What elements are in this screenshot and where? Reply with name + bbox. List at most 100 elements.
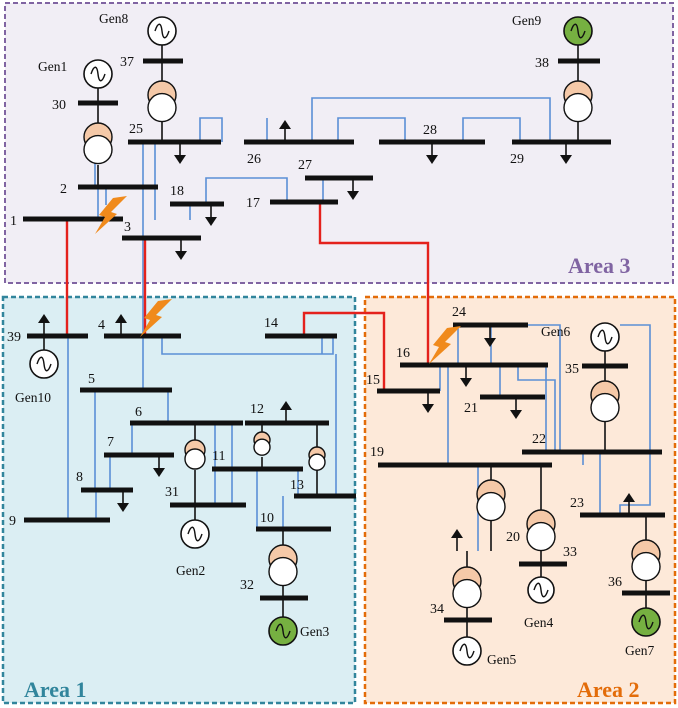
gen-label-gen6: Gen6 [541, 324, 570, 339]
transformers [83, 80, 661, 609]
generator-icon [631, 607, 661, 637]
transformer-icon [590, 380, 620, 423]
generator-icon [147, 16, 177, 46]
gen-label-gen1: Gen1 [38, 59, 67, 74]
bus-label-6: 6 [135, 405, 142, 420]
generator-icon [180, 519, 210, 549]
bus-label-28: 28 [423, 123, 437, 138]
bus-label-13: 13 [290, 478, 304, 493]
generator-labels: Gen1 Gen2 Gen3 Gen4 Gen5 Gen6 Gen7 Gen8 … [15, 11, 654, 667]
load-arrow-icon [279, 120, 291, 142]
bus-label-30: 30 [52, 98, 66, 113]
generator-icon [590, 322, 620, 352]
transformer-icon [308, 446, 326, 471]
fault-lightning-icon [95, 196, 127, 234]
bus-label-24: 24 [452, 305, 466, 320]
bus-label-37: 37 [120, 55, 134, 70]
transformer-icon [184, 439, 206, 470]
bus-label-10: 10 [260, 511, 274, 526]
transformer-icon [253, 431, 271, 456]
bus-label-11: 11 [212, 449, 225, 464]
generator-icon [83, 59, 113, 89]
load-arrow-icon [426, 142, 438, 164]
load-arrow-icon [38, 314, 50, 336]
load-arrow-icon [347, 178, 359, 200]
gen-label-gen10: Gen10 [15, 390, 51, 405]
bus-label-35: 35 [565, 362, 579, 377]
generator-icon [527, 576, 555, 604]
transformer-icon [476, 479, 506, 522]
transformer-icon [526, 509, 556, 552]
bus-label-32: 32 [240, 578, 254, 593]
transformer-icon [631, 539, 661, 582]
load-arrow-icon [623, 493, 635, 515]
load-arrow-icon [460, 365, 472, 387]
bus-label-8: 8 [76, 470, 83, 485]
load-arrow-icon [115, 314, 127, 336]
load-arrow-icon [153, 455, 165, 477]
bus-label-22: 22 [532, 432, 546, 447]
bus-label-20: 20 [506, 530, 520, 545]
bus-label-29: 29 [510, 152, 524, 167]
bus-label-21: 21 [464, 401, 478, 416]
bus-label-17: 17 [246, 196, 260, 211]
bus-label-15: 15 [366, 373, 380, 388]
load-arrow-icon [560, 142, 572, 164]
area-1-label: Area 1 [24, 677, 87, 702]
generator-icon [563, 16, 593, 46]
bus-label-23: 23 [570, 496, 584, 511]
gen-label-gen9: Gen9 [512, 13, 541, 28]
area-3-label: Area 3 [568, 253, 631, 278]
fault-markers [95, 196, 461, 364]
generators [29, 16, 661, 666]
load-arrow-icon [422, 391, 434, 413]
bus-label-36: 36 [608, 575, 622, 590]
bus-label-5: 5 [88, 372, 95, 387]
generator-icon [29, 349, 59, 379]
bus-label-3: 3 [124, 220, 131, 235]
bus-label-9: 9 [9, 514, 16, 529]
bus-label-25: 25 [129, 122, 143, 137]
generator-icon [268, 616, 298, 646]
fault-lightning-icon [140, 299, 172, 337]
transformer-icon [452, 566, 482, 609]
bus-label-1: 1 [10, 214, 17, 229]
transformer-icon [83, 122, 113, 165]
bus-label-27: 27 [298, 158, 312, 173]
gen-label-gen3: Gen3 [300, 624, 329, 639]
fault-lightning-icon [429, 326, 461, 364]
bus-label-12: 12 [250, 402, 264, 417]
gen-label-gen7: Gen7 [625, 643, 654, 658]
gen-label-gen4: Gen4 [524, 615, 553, 630]
bus-label-19: 19 [370, 445, 384, 460]
gen-label-gen8: Gen8 [99, 11, 128, 26]
bus-label-34: 34 [430, 602, 444, 617]
load-arrow-icon [484, 325, 496, 347]
bus-label-2: 2 [60, 182, 67, 197]
load-arrow-icon [174, 142, 186, 164]
tie-lines [65, 202, 430, 390]
load-arrow-icon [117, 490, 129, 512]
transmission-lines [67, 97, 651, 551]
bus-label-16: 16 [396, 346, 410, 361]
transformer-icon [563, 80, 593, 123]
bus-label-39: 39 [7, 330, 21, 345]
bus-label-33: 33 [563, 545, 577, 560]
bus-labels: 1 2 3 4 5 6 7 8 9 10 11 12 13 14 15 16 1… [7, 55, 622, 617]
bus-label-18: 18 [170, 184, 184, 199]
load-arrow-icon [451, 529, 463, 551]
load-arrow-icon [510, 397, 522, 419]
gen-label-gen2: Gen2 [176, 563, 205, 578]
bus-label-14: 14 [264, 316, 278, 331]
transformer-icon [268, 544, 298, 587]
gen-label-gen5: Gen5 [487, 652, 516, 667]
bus-label-26: 26 [247, 152, 261, 167]
area-2-label: Area 2 [577, 677, 640, 702]
loads [38, 120, 635, 551]
generator-icon [452, 636, 482, 666]
transformer-icon [147, 80, 177, 123]
bus-label-7: 7 [107, 435, 114, 450]
bus-label-38: 38 [535, 56, 549, 71]
load-arrow-icon [175, 238, 187, 260]
